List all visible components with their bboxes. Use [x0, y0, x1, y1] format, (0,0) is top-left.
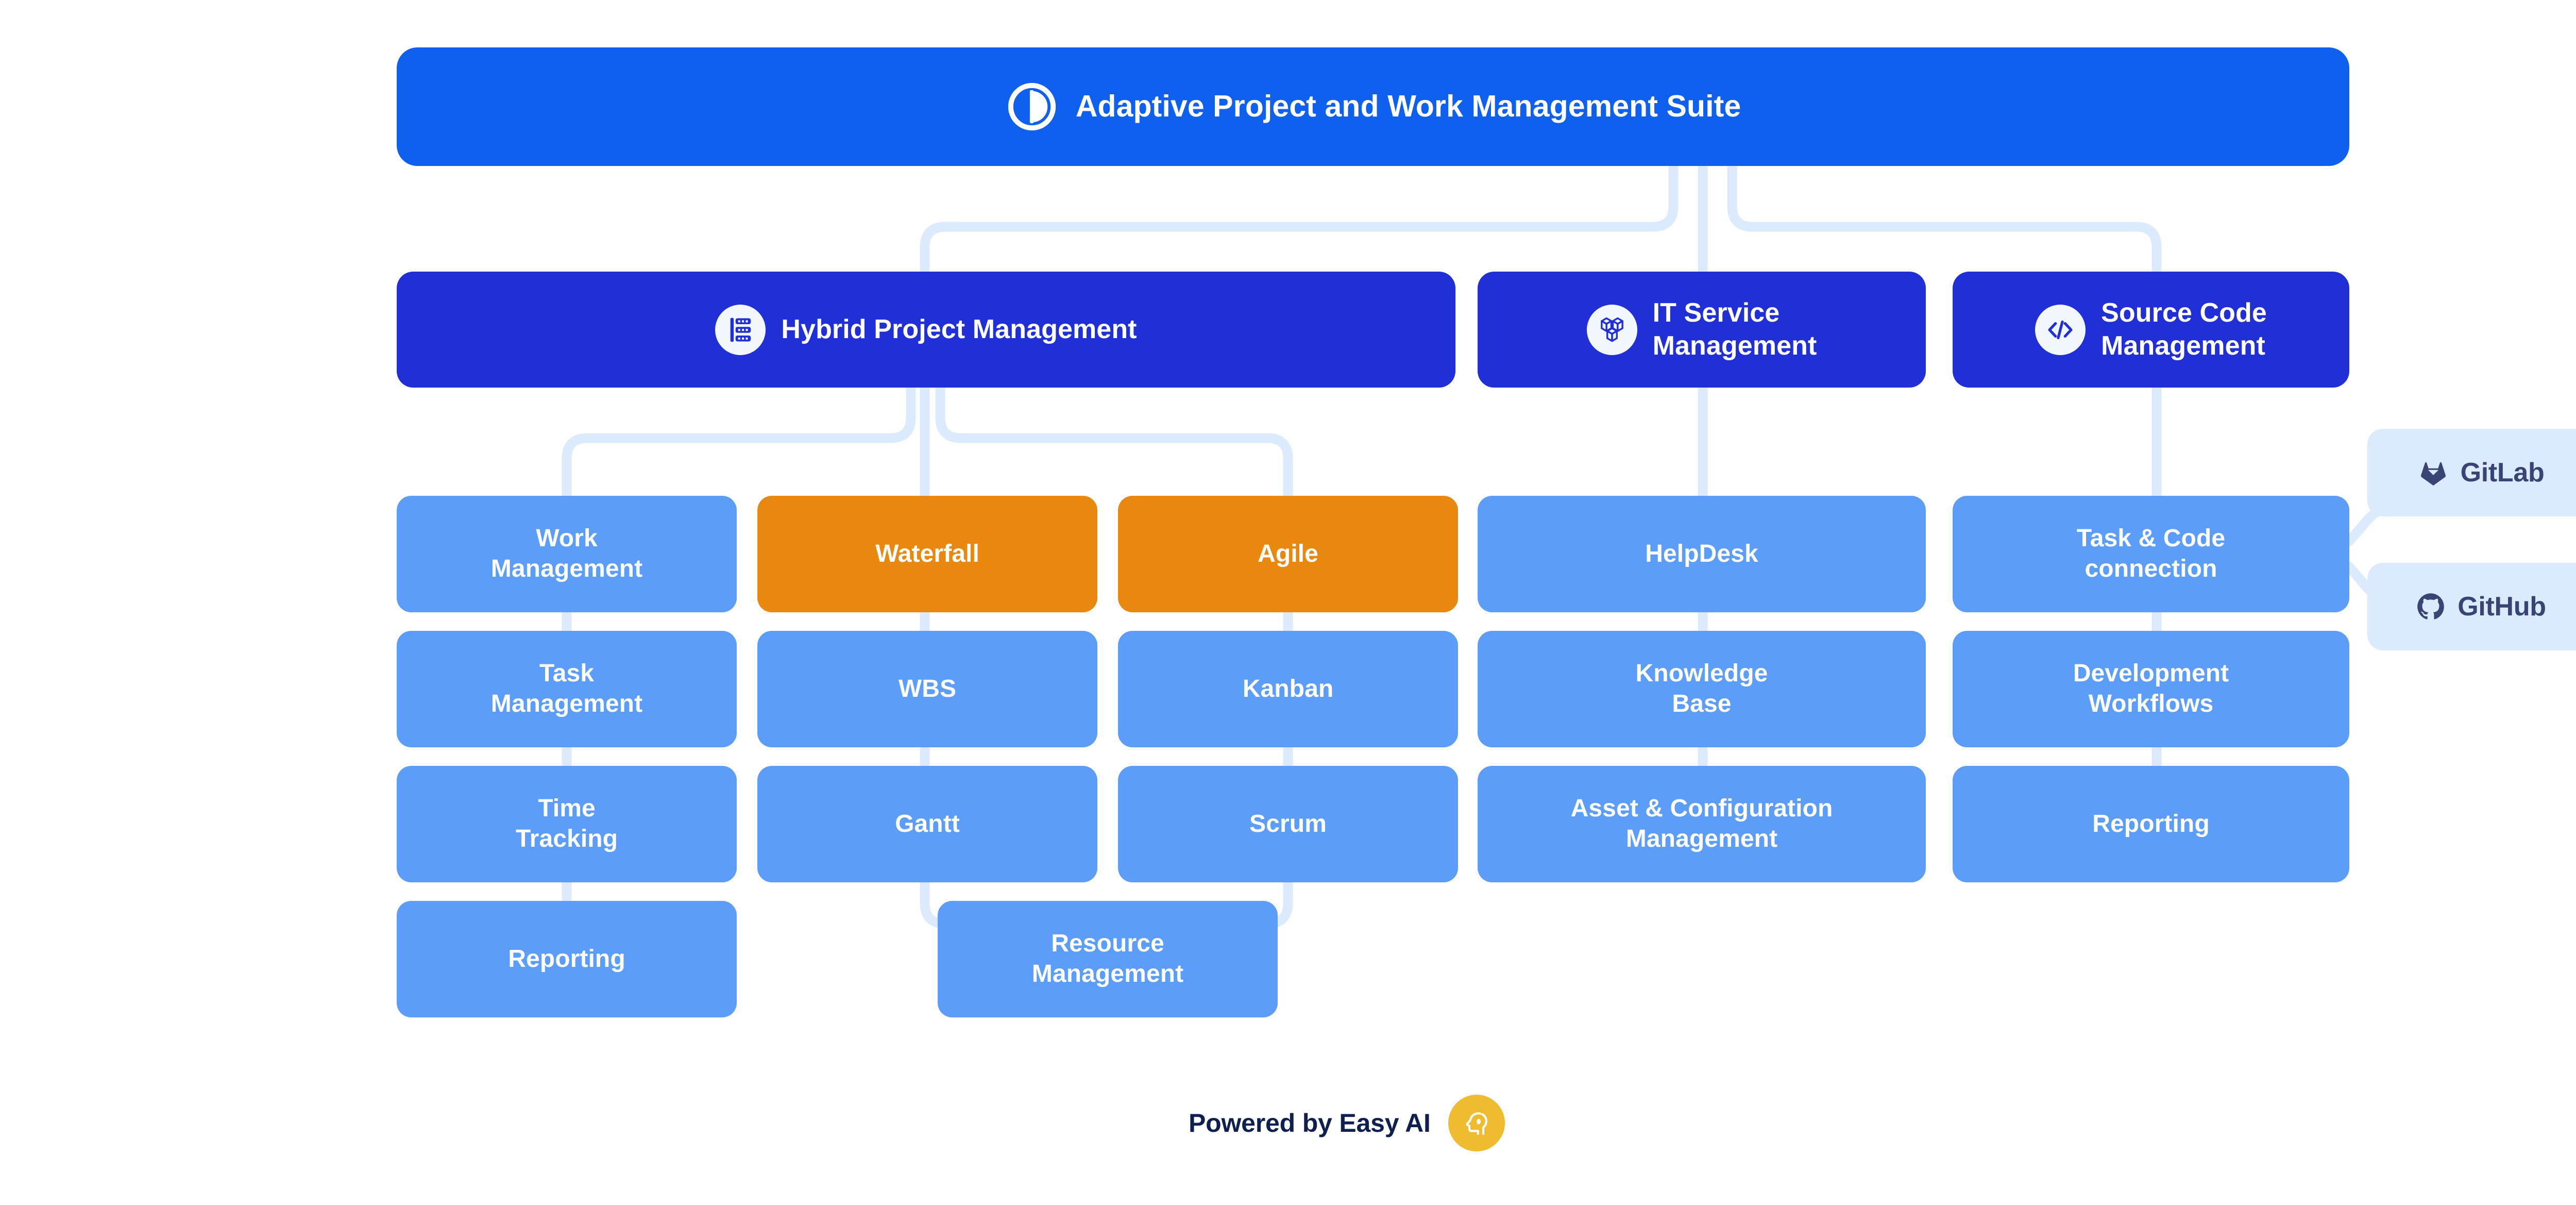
list-stack-icon: [715, 304, 766, 355]
leaf-time-tracking[interactable]: Time Tracking: [397, 766, 737, 882]
leaf-waterfall[interactable]: Waterfall: [757, 496, 1097, 612]
leaf-label: Resource Management: [1031, 930, 1184, 988]
leaf-label: Knowledge Base: [1635, 660, 1768, 717]
pillar-it-service-management[interactable]: IT Service Management: [1478, 272, 1926, 388]
leaf-label: Reporting: [508, 945, 625, 973]
easy-ai-head-icon: [1448, 1095, 1505, 1151]
pillar-source-code-management-label: Source Code Management: [2101, 298, 2267, 361]
suite-logo-icon: [1005, 80, 1059, 133]
gitlab-logo-icon: [2417, 458, 2449, 488]
leaf-task-and-code-connection[interactable]: Task & Code connection: [1953, 496, 2349, 612]
leaf-label: Gantt: [895, 810, 960, 838]
footer-powered-by: Powered by Easy AI: [1189, 1095, 1505, 1151]
leaf-task-management[interactable]: Task Management: [397, 631, 737, 747]
leaf-label: Development Workflows: [2073, 660, 2229, 717]
root-node-label: Adaptive Project and Work Management Sui…: [1075, 89, 1741, 124]
leaf-wbs[interactable]: WBS: [757, 631, 1097, 747]
pillar-it-service-management-label: IT Service Management: [1652, 298, 1817, 361]
leaf-label: Agile: [1258, 540, 1318, 567]
leaf-label: Kanban: [1242, 675, 1334, 702]
pillar-source-code-management[interactable]: Source Code Management: [1953, 272, 2349, 388]
leaf-development-workflows[interactable]: Development Workflows: [1953, 631, 2349, 747]
integration-badge-gitlab[interactable]: GitLab: [2367, 429, 2576, 516]
leaf-agile[interactable]: Agile: [1118, 496, 1458, 612]
leaf-label: Work Management: [490, 525, 643, 582]
root-node-suite[interactable]: Adaptive Project and Work Management Sui…: [397, 47, 2349, 166]
github-logo-icon: [2415, 591, 2446, 622]
leaf-label: Task Management: [490, 660, 643, 717]
leaf-gantt[interactable]: Gantt: [757, 766, 1097, 882]
integration-badge-gitlab-label: GitLab: [2460, 458, 2545, 488]
leaf-label: Task & Code connection: [2076, 525, 2226, 582]
leaf-scrum[interactable]: Scrum: [1118, 766, 1458, 882]
pillar-hybrid-project-management-label: Hybrid Project Management: [781, 314, 1137, 344]
leaf-reporting-work[interactable]: Reporting: [397, 901, 737, 1017]
integration-badge-github-label: GitHub: [2458, 592, 2546, 622]
leaf-work-management[interactable]: Work Management: [397, 496, 737, 612]
leaf-helpdesk[interactable]: HelpDesk: [1478, 496, 1926, 612]
footer-label: Powered by Easy AI: [1189, 1109, 1431, 1137]
leaf-knowledge-base[interactable]: Knowledge Base: [1478, 631, 1926, 747]
integration-badge-github[interactable]: GitHub: [2367, 563, 2576, 650]
leaf-label: Reporting: [2092, 810, 2210, 838]
leaf-label: HelpDesk: [1645, 540, 1758, 567]
leaf-asset-configuration-management[interactable]: Asset & Configuration Management: [1478, 766, 1926, 882]
leaf-resource-management[interactable]: Resource Management: [938, 901, 1278, 1017]
leaf-label: Time Tracking: [515, 795, 618, 852]
leaf-reporting-scm[interactable]: Reporting: [1953, 766, 2349, 882]
cube-blocks-icon: [1586, 304, 1637, 355]
leaf-label: WBS: [898, 675, 957, 702]
pillar-hybrid-project-management[interactable]: Hybrid Project Management: [397, 272, 1455, 388]
leaf-label: Scrum: [1249, 810, 1327, 838]
leaf-label: Asset & Configuration Management: [1570, 795, 1833, 852]
leaf-label: Waterfall: [875, 540, 979, 567]
leaf-kanban[interactable]: Kanban: [1118, 631, 1458, 747]
code-brackets-icon: [2035, 304, 2086, 355]
